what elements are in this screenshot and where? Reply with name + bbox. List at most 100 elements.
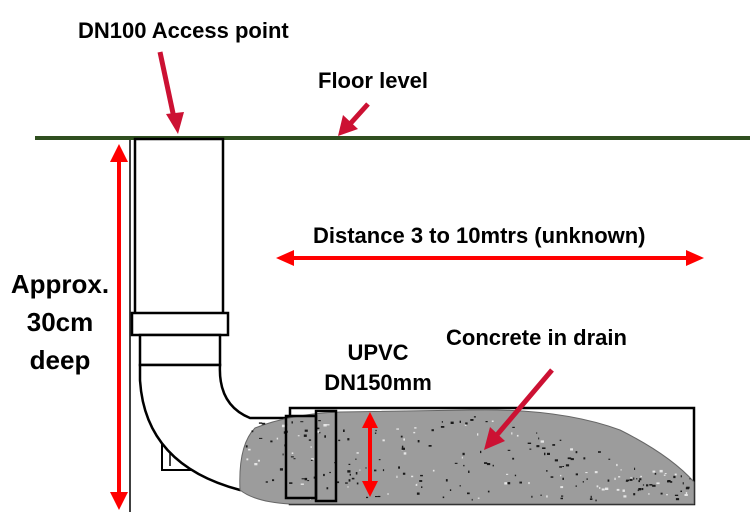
depth-label-line-1: Approx. — [10, 269, 110, 299]
pipe-spec-line-1: UPVC — [347, 340, 409, 365]
concrete-speck — [338, 439, 341, 442]
concrete-speck — [473, 416, 476, 418]
concrete-speck — [343, 429, 345, 432]
concrete-speck — [398, 466, 400, 469]
pipe-coupling — [130, 311, 230, 337]
concrete-speck — [552, 444, 556, 446]
concrete-speck — [590, 495, 592, 498]
concrete-speck — [417, 440, 420, 443]
concrete-speck — [329, 471, 331, 474]
concrete-speckles — [245, 416, 691, 502]
concrete-speck — [637, 489, 639, 492]
concrete-speck — [536, 445, 540, 448]
concrete-speck — [459, 420, 461, 423]
concrete-speck — [414, 427, 417, 429]
concrete-speck — [583, 457, 586, 460]
concrete-speck — [445, 479, 448, 482]
access-point-label: DN100 Access point — [78, 18, 289, 43]
concrete-speck — [282, 424, 286, 428]
concrete-speck — [684, 494, 688, 496]
concrete-speck — [323, 473, 325, 477]
concrete-speck — [454, 462, 458, 464]
concrete-speck — [304, 477, 308, 481]
concrete-speck — [261, 422, 266, 425]
concrete-speck — [245, 445, 248, 448]
concrete-speck — [664, 473, 667, 475]
concrete-speck — [301, 478, 305, 480]
access-pipe — [133, 137, 225, 316]
concrete-speck — [468, 470, 470, 473]
concrete-speck — [560, 474, 562, 477]
concrete-speck — [463, 464, 465, 467]
concrete-speck — [567, 457, 572, 460]
concrete-speck — [289, 482, 293, 484]
concrete-speck — [401, 447, 405, 450]
pipe-coupling-lower — [138, 333, 222, 367]
concrete-speck — [540, 494, 542, 496]
concrete-speck — [633, 477, 635, 480]
concrete-speck — [351, 477, 355, 480]
concrete-speck — [282, 453, 284, 456]
concrete-speck — [639, 478, 642, 481]
concrete-speck — [336, 481, 340, 484]
concrete-speck — [442, 496, 445, 499]
concrete-speck — [375, 496, 378, 498]
concrete-speck — [471, 498, 473, 501]
concrete-speck — [491, 420, 494, 422]
depth-label: Approx. 30cm deep — [4, 265, 116, 379]
concrete-speck — [636, 478, 638, 480]
concrete-speck — [638, 480, 640, 483]
concrete-speck — [297, 435, 300, 437]
concrete-speck — [620, 469, 622, 471]
concrete-speck — [347, 438, 350, 441]
concrete-speck — [401, 445, 404, 449]
concrete-speck — [464, 424, 467, 426]
concrete-speck — [279, 468, 283, 471]
concrete-speck — [326, 424, 330, 426]
concrete-speck — [365, 467, 367, 469]
concrete-speck — [300, 421, 304, 423]
concrete-speck — [616, 488, 620, 491]
concrete-speck — [441, 421, 443, 423]
concrete-speck — [542, 447, 546, 449]
concrete-pointer-arrow — [484, 368, 554, 450]
concrete-speck — [355, 472, 358, 475]
concrete-speck — [316, 427, 320, 430]
concrete-speck — [673, 475, 676, 479]
concrete-speck — [544, 452, 546, 456]
concrete-speck — [663, 474, 666, 476]
concrete-speck — [540, 440, 544, 443]
concrete-speck — [270, 440, 273, 443]
depth-label-line-3: deep — [29, 345, 91, 375]
concrete-speck — [608, 458, 611, 460]
concrete-speck — [349, 473, 351, 476]
concrete-speck — [459, 485, 461, 487]
concrete-speck — [477, 433, 479, 436]
concrete-speck — [560, 486, 564, 489]
concrete-speck — [470, 419, 474, 421]
concrete-speck — [310, 446, 312, 448]
concrete-speck — [623, 495, 627, 498]
concrete-speck — [420, 474, 423, 477]
concrete-speck — [629, 479, 633, 481]
concrete-speck — [308, 439, 312, 441]
concrete-speck — [638, 488, 642, 491]
concrete-speck — [575, 473, 578, 476]
concrete-speck — [646, 484, 649, 487]
concrete-speck — [449, 489, 452, 491]
concrete-speck — [516, 434, 519, 437]
concrete-speck — [554, 459, 558, 462]
concrete-speck — [303, 434, 307, 437]
concrete-speck — [347, 486, 349, 488]
concrete-speck — [660, 492, 663, 495]
concrete-speck — [506, 473, 509, 475]
concrete-speck — [465, 422, 468, 425]
concrete-speck — [598, 451, 601, 453]
concrete-speck — [512, 457, 515, 460]
concrete-speck — [359, 469, 361, 471]
concrete-speck — [450, 421, 454, 424]
concrete-speck — [356, 452, 359, 454]
concrete-speck — [403, 438, 405, 441]
concrete-speck — [382, 439, 385, 442]
